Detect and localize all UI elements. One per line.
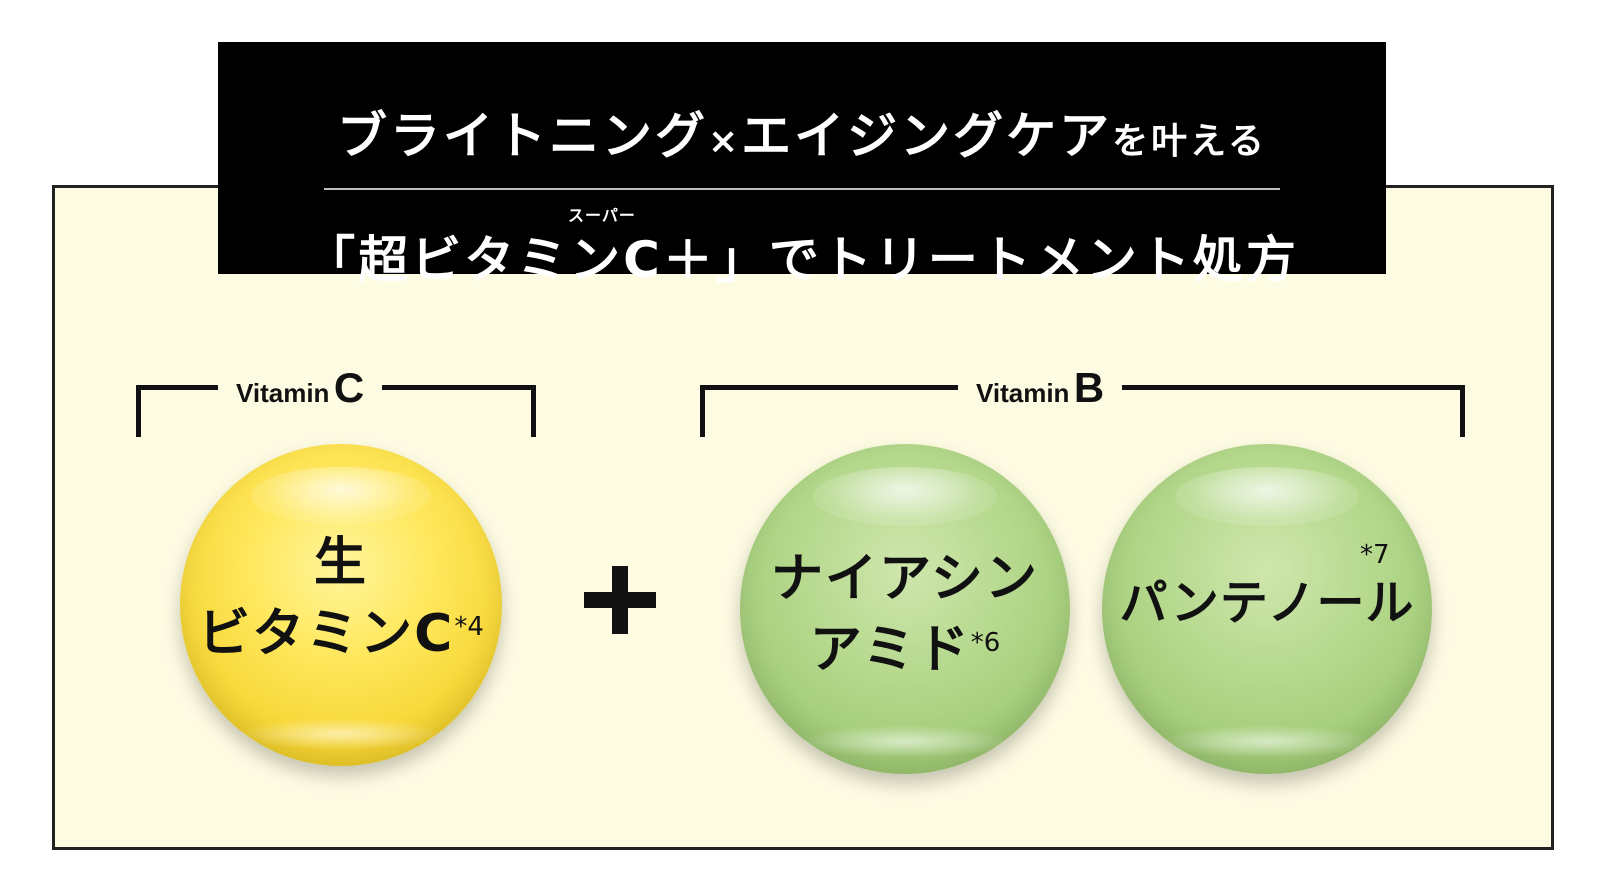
vitamin-c-label-letter: C — [333, 364, 365, 411]
super-ruby: スーパー — [568, 206, 636, 225]
vitamin-b-label-letter: B — [1073, 364, 1105, 411]
headline-kanaeru: を叶える — [1112, 121, 1268, 162]
vitamin-b-label-prefix: Vitamin — [976, 378, 1070, 408]
niacinamide-line1: ナイアシン — [771, 549, 1039, 609]
raw-vitamin-c-line1: 生 — [313, 533, 368, 593]
raw-vitamin-c-line2-row: ビタミンC*4 — [180, 596, 502, 665]
raw-vitamin-c-bubble: 生 ビタミンC*4 — [180, 444, 502, 766]
header-divider — [324, 188, 1280, 190]
headline-brightening: ブライトニング — [336, 107, 708, 165]
raw-vitamin-c-note: *4 — [454, 612, 484, 642]
headline-aging-care: エイジングケア — [741, 107, 1113, 165]
panthenol-bubble: *7 パンテノール — [1102, 444, 1432, 774]
headline-times: × — [707, 121, 742, 162]
header-subline: 「超ビタミンC＋」でトリートメント処方 — [305, 231, 1299, 289]
header-headline: ブライトニング×エイジングケアを叶える — [218, 106, 1386, 172]
niacinamide-line2-row: アミド*6 — [740, 612, 1070, 681]
niacinamide-line2: アミド — [809, 620, 971, 680]
niacinamide-bubble: ナイアシン アミド*6 — [740, 444, 1070, 774]
vitamin-c-label-prefix: Vitamin — [236, 378, 330, 408]
plus-vertical-bar — [612, 566, 628, 634]
panthenol-label: パンテノール — [1119, 575, 1415, 631]
panthenol-note: *7 — [1360, 540, 1390, 570]
vitamin-c-label: Vitamin C — [218, 363, 383, 423]
raw-vitamin-c-line2: ビタミンC — [198, 604, 455, 664]
vitamin-b-label: Vitamin B — [958, 363, 1123, 423]
niacinamide-note: *6 — [970, 628, 1001, 658]
header-banner: ブライトニング×エイジングケアを叶える スーパー 「超ビタミンC＋」でトリートメ… — [218, 42, 1386, 289]
